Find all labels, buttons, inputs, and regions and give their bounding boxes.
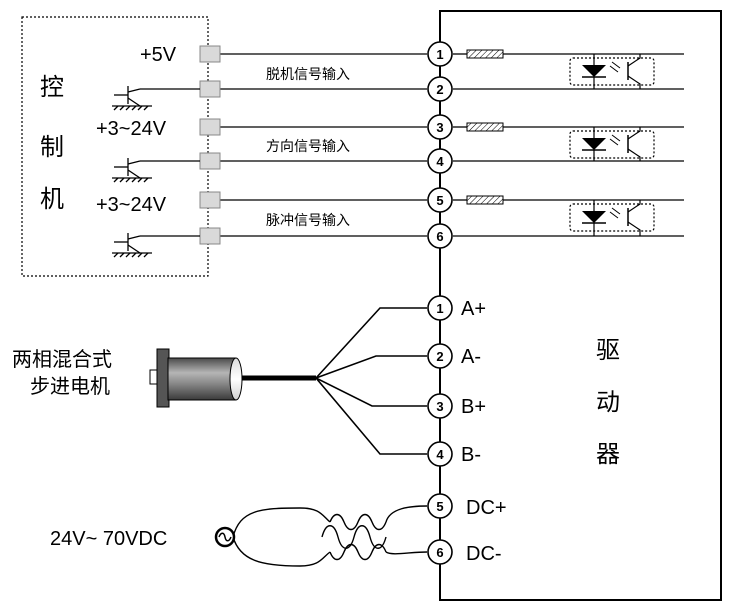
stepper-motor-icon [149,348,243,408]
power-terminals: 5 6 [427,493,453,565]
motor-terminal-4: 4 [427,441,453,467]
transistor-ground-icon [112,86,200,258]
power-terminal-label-2: DC- [466,543,502,565]
controller-label-char-3: 机 [40,186,64,213]
driver-label-char-1: 驱 [596,337,620,364]
motor-label-line2: 步进电机 [30,375,110,398]
motor-terminals: 1 2 3 4 [427,295,453,467]
svg-text:2: 2 [436,82,443,97]
svg-text:4: 4 [436,447,444,462]
resistor-3 [466,195,504,205]
svg-text:3: 3 [436,399,443,414]
driver-label-char-3: 器 [596,441,620,468]
input-terminal-1: 1 [427,41,453,67]
input-terminal-3: 3 [427,114,453,140]
signal-label-1: 脱机信号输入 [266,66,350,82]
controller-label-char-1: 控 [40,74,64,101]
svg-text:1: 1 [436,301,443,316]
voltage-label-2: +3~24V [96,118,167,140]
power-terminal-6: 6 [427,539,453,565]
motor-terminal-2: 2 [427,343,453,369]
input-terminal-4: 4 [427,148,453,174]
power-terminal-5: 5 [427,493,453,519]
motor-terminal-label-1: A+ [461,298,486,320]
pin-block-5 [199,191,221,209]
motor-terminal-label-3: B+ [461,396,486,418]
power-wires [232,505,428,567]
svg-text:2: 2 [436,349,443,364]
signal-label-2: 方向信号输入 [266,138,350,154]
motor-terminal-label-4: B- [461,444,481,466]
ac-source-icon [214,526,236,548]
input-terminal-6: 6 [427,223,453,249]
power-terminal-label-1: DC+ [466,497,507,519]
signal-label-3: 脉冲信号输入 [266,212,350,228]
pin-block-1 [199,45,221,63]
optocoupler-1 [569,54,655,89]
motor-label-line1: 两相混合式 [12,348,112,371]
motor-terminal-3: 3 [427,393,453,419]
resistors [466,49,504,205]
motor-terminal-1: 1 [427,295,453,321]
controller-pins [199,45,221,245]
power-label: 24V~ 70VDC [50,528,167,550]
motor-terminal-label-2: A- [461,346,481,368]
svg-text:5: 5 [436,193,443,208]
input-terminal-2: 2 [427,76,453,102]
svg-text:6: 6 [436,545,443,560]
pin-block-6 [199,227,221,245]
optocoupler-3 [569,200,655,236]
optocoupler-2 [569,127,655,161]
controller-box [21,16,209,277]
svg-text:1: 1 [436,47,443,62]
voltage-label-1: +5V [140,44,177,66]
svg-text:4: 4 [436,154,444,169]
resistor-1 [466,49,504,59]
pin-block-3 [199,118,221,136]
voltage-label-3: +3~24V [96,194,167,216]
svg-text:6: 6 [436,229,443,244]
resistor-2 [466,122,504,132]
controller-label-char-2: 制 [40,134,64,161]
pin-block-4 [199,152,221,170]
svg-text:5: 5 [436,499,443,514]
input-terminal-5: 5 [427,187,453,213]
input-terminals: 1 2 3 4 5 6 [427,41,453,249]
motor-wires [238,307,427,455]
svg-text:3: 3 [436,120,443,135]
pin-block-2 [199,80,221,98]
driver-label-char-2: 动 [596,389,620,416]
